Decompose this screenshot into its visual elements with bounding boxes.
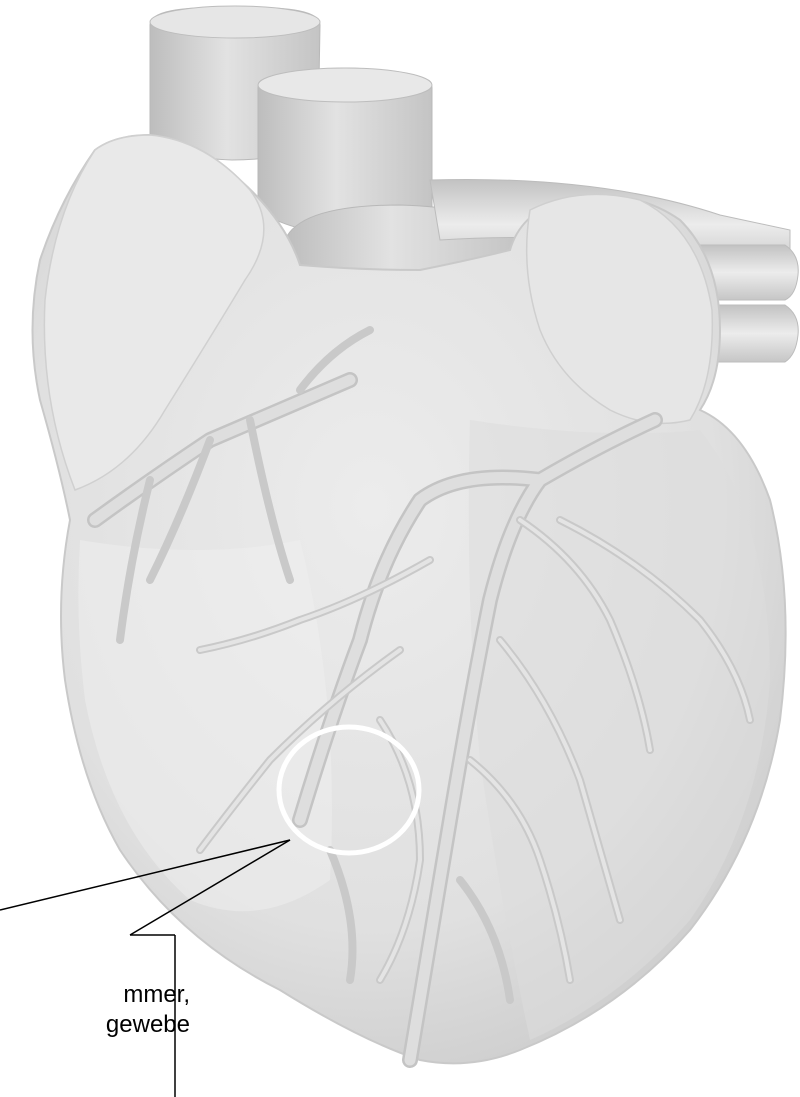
callout-label: mmer, gewebe (0, 980, 190, 1040)
callout-label-line-2: gewebe (0, 1010, 190, 1040)
callout-label-line-1: mmer, (0, 980, 190, 1010)
